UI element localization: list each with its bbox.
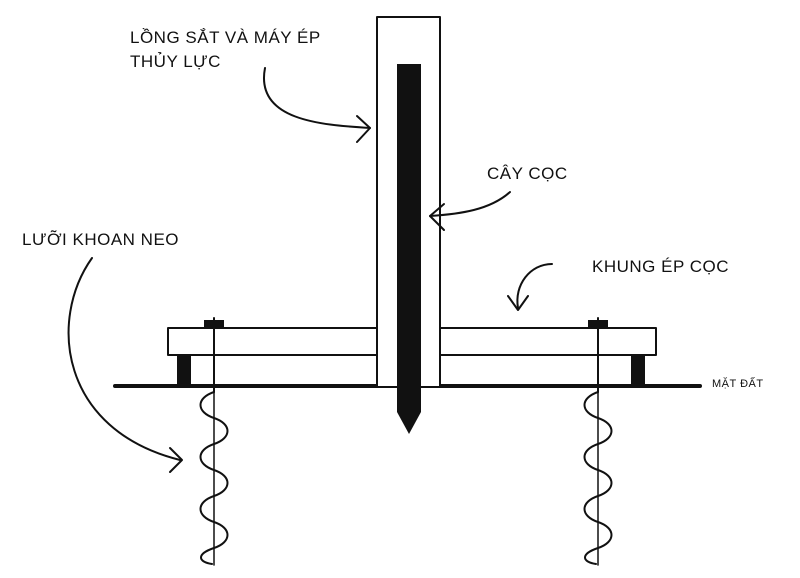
pile-arrowhead [429, 203, 445, 231]
pile-arrow [429, 191, 511, 217]
left-frame-foot [177, 355, 191, 386]
label-pile: CÂY CỌC [487, 164, 568, 183]
pile [397, 64, 421, 434]
label-cage-press-line2: THỦY LỰC [130, 52, 221, 71]
label-anchor-auger: LƯỠI KHOAN NEO [22, 230, 180, 249]
right-frame-foot [631, 355, 645, 386]
frame-arrow [516, 263, 553, 309]
label-cage-press-line1: LỒNG SẮT VÀ MÁY ÉP [130, 28, 321, 47]
left-auger-spiral [199, 391, 229, 565]
frame-arrowhead [507, 295, 529, 311]
right-anchor-nut [588, 320, 608, 329]
cage-press-arrowhead [356, 115, 371, 143]
label-pile-frame: KHUNG ÉP CỌC [592, 257, 729, 276]
label-ground: MẶT ĐẤT [712, 378, 764, 390]
auger-arrow [67, 257, 181, 461]
left-anchor-nut [204, 320, 224, 329]
right-auger-spiral [583, 391, 613, 565]
auger-arrowhead [169, 447, 183, 473]
cage-press-arrow [262, 67, 371, 129]
